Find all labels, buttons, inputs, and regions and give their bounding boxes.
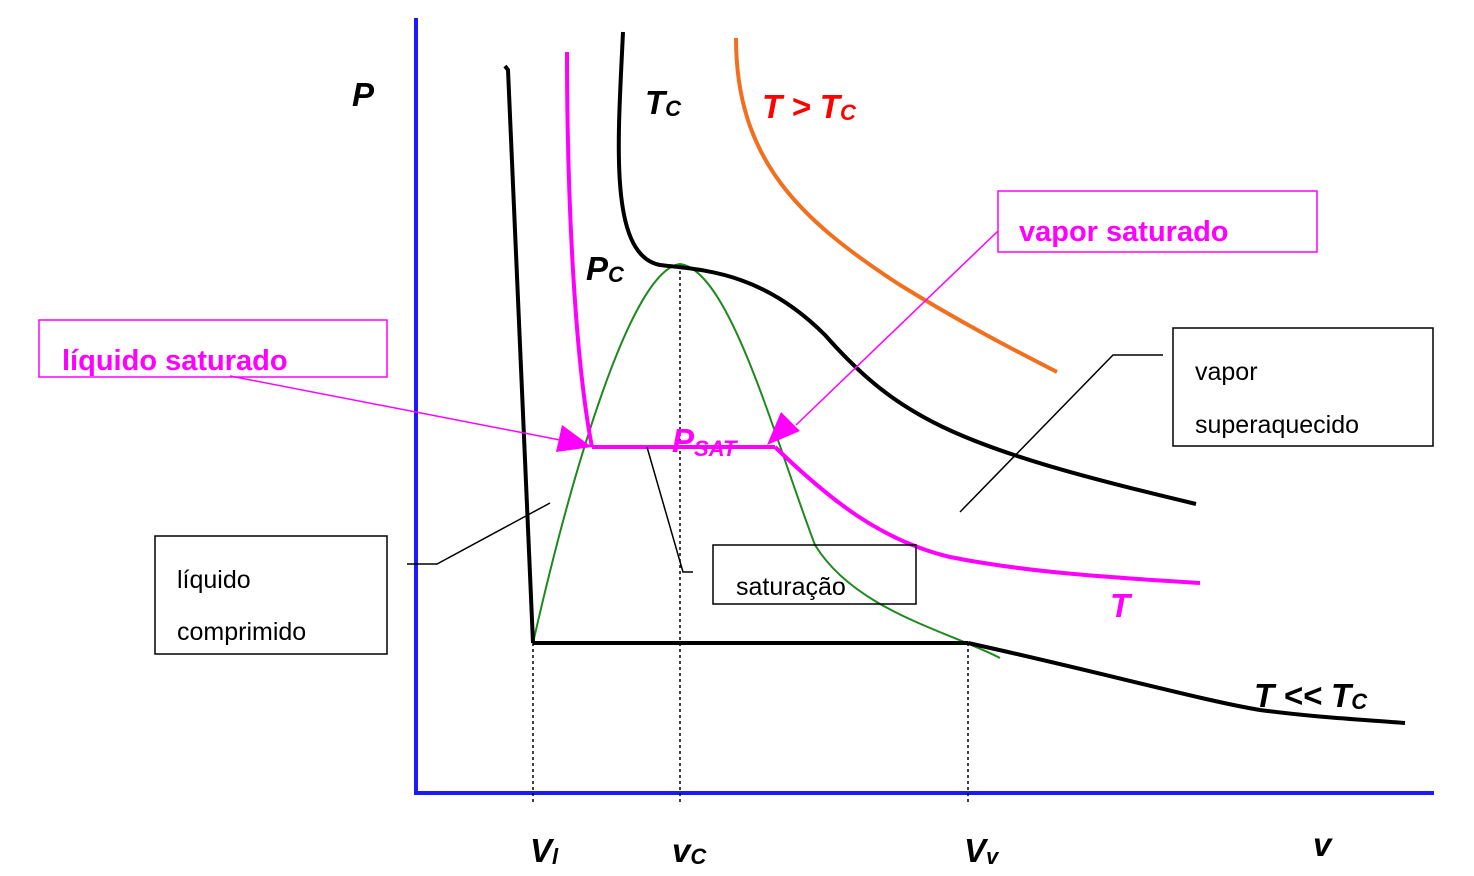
callout-saturacao-text: saturação	[736, 573, 846, 601]
callout-saturacao-leader	[646, 446, 693, 573]
tick-label-vl: Vl	[530, 832, 559, 869]
callout-vapor-superaquecido-box	[1172, 327, 1434, 447]
callout-liquido-saturado-arrowhead	[556, 425, 592, 452]
callout-vapor-saturado-text: vapor saturado	[1019, 216, 1229, 248]
label-pc: PC	[586, 250, 625, 287]
axis-label-p: P	[352, 76, 375, 113]
label-t: T	[1110, 587, 1133, 624]
isotherm-cold-liquid	[503, 64, 535, 644]
label-tc: TC	[645, 84, 682, 121]
callout-liquido-comprimido-leader	[407, 502, 551, 565]
isotherm-hot	[734, 37, 1058, 374]
callout-vapor-superaquecido-leader	[959, 354, 1163, 513]
callout-saturacao-box	[712, 544, 917, 605]
isotherm-t-vapor	[773, 445, 1201, 585]
callout-vapor-saturado-leader	[795, 230, 999, 426]
tick-label-vv: Vv	[964, 832, 1000, 869]
label-t-gt-tc: T > TC	[762, 88, 857, 125]
callout-vapor-saturado-arrowhead	[767, 412, 800, 445]
saturation-dome	[532, 262, 1001, 659]
axis-label-v: v	[1313, 826, 1333, 863]
callout-vapor-superaquecido-line2: superaquecido	[1195, 411, 1359, 439]
isotherm-cold-vapor	[967, 641, 1406, 725]
isotherm-critical	[616, 31, 1197, 506]
callout-vapor-saturado-box	[997, 190, 1318, 253]
isotherm-t-liquid	[565, 51, 594, 448]
tick-label-vc: vC	[672, 832, 707, 869]
callout-liquido-saturado-text: líquido saturado	[62, 345, 288, 377]
callout-liquido-comprimido-line2: comprimido	[177, 618, 306, 646]
callout-liquido-saturado-box	[38, 319, 388, 378]
callout-liquido-comprimido-box	[154, 535, 388, 655]
label-t-ll-tc: T << TC	[1254, 677, 1368, 714]
callout-liquido-comprimido-line1: líquido	[177, 566, 251, 594]
callout-vapor-superaquecido-line1: vapor	[1195, 358, 1258, 386]
label-psat: PSAT	[672, 422, 738, 461]
callout-liquido-saturado-leader	[229, 375, 561, 441]
